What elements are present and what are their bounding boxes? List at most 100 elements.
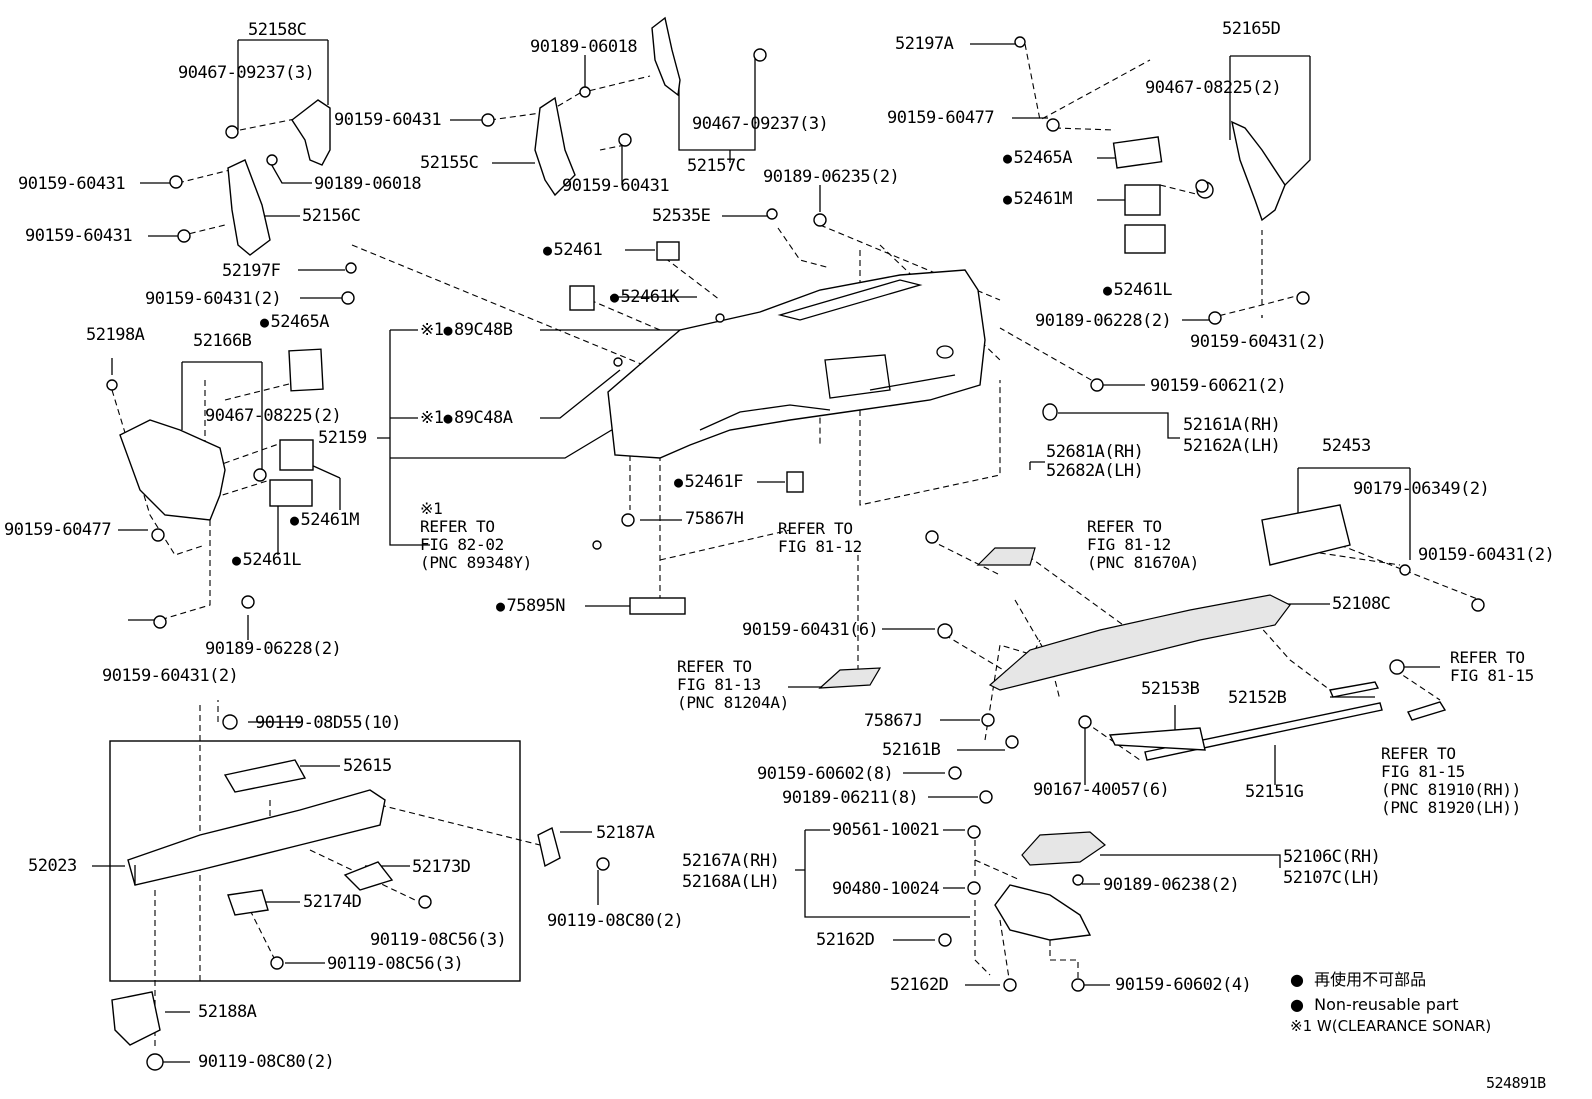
- label-52173D: 52173D: [412, 857, 471, 877]
- part-52465A-right: [1112, 136, 1163, 169]
- label-52168A-LH: 52168A(LH): [682, 872, 780, 892]
- label-90119-08C80-b: 90119-08C80(2): [198, 1052, 335, 1072]
- label-52151G: 52151G: [1245, 782, 1304, 802]
- label-52461: 52461: [543, 241, 603, 259]
- label-52187A: 52187A: [596, 823, 655, 843]
- label-90189-06235: 90189-06235(2): [763, 167, 900, 187]
- label-52023: 52023: [28, 856, 77, 876]
- label-52156C: 52156C: [302, 206, 361, 226]
- part-shapes: [106, 16, 1485, 1071]
- label-90159-60621: 90159-60621(2): [1150, 376, 1287, 396]
- part-52188A: [111, 991, 161, 1046]
- label-90167-40057: 90167-40057(6): [1033, 780, 1170, 800]
- ref-81670A: [976, 547, 1036, 566]
- label-90189-06228-a: 90189-06228(2): [1035, 311, 1172, 331]
- part-52173D: [343, 861, 394, 891]
- part-52453: [1261, 504, 1351, 566]
- label-52161B: 52161B: [882, 740, 941, 760]
- non-reusable-dot-icon: ●: [1290, 970, 1315, 989]
- diagram-id-code: 524891B: [1486, 1074, 1546, 1092]
- label-90159-60602-4: 90159-60602(4): [1115, 975, 1252, 995]
- label-90467-09237-a: 90467-09237(3): [178, 63, 315, 83]
- label-52615: 52615: [343, 756, 392, 776]
- label-52535E: 52535E: [652, 206, 711, 226]
- label-90189-06018-a: 90189-06018: [314, 174, 422, 194]
- part-52162D-spat: [994, 884, 1092, 941]
- label-90189-06018-b: 90189-06018: [530, 37, 638, 57]
- part-52461L-right: [1124, 224, 1166, 254]
- label-90159-60431-2-a: 90159-60431(2): [145, 289, 282, 309]
- label-90159-60602-8: 90159-60602(8): [757, 764, 894, 784]
- label-90159-60431-a: 90159-60431: [334, 110, 442, 130]
- ref-fig-81-12-a: REFER TO FIG 81-12: [778, 519, 862, 556]
- label-90159-60431-b: 90159-60431: [18, 174, 126, 194]
- label-52197A: 52197A: [895, 34, 954, 54]
- part-52461K: [569, 285, 595, 311]
- label-52162D-a: 52162D: [816, 930, 875, 950]
- part-52108C: [988, 594, 1291, 691]
- dashed-assembly-lines: [111, 43, 1481, 1050]
- label-90159-60477-a: 90159-60477: [887, 108, 995, 128]
- part-52615: [223, 759, 307, 793]
- part-52023-reinforcement: [127, 789, 386, 886]
- part-52461M-right: [1124, 184, 1161, 216]
- label-90189-06238: 90189-06238(2): [1103, 875, 1240, 895]
- part-52166B: [119, 419, 226, 521]
- label-52198A: 52198A: [86, 325, 145, 345]
- part-52158C: [291, 99, 331, 166]
- label-90159-60431-c: 90159-60431: [25, 226, 133, 246]
- part-52174D: [227, 889, 269, 916]
- fasteners: [106, 36, 1485, 1071]
- label-52465A-b: 52465A: [260, 313, 330, 331]
- label-90159-60477-b: 90159-60477: [4, 520, 112, 540]
- legend-note: ※1 W(CLEARANCE SONAR): [1290, 1017, 1492, 1035]
- label-52165D: 52165D: [1222, 19, 1281, 39]
- label-52461L-a: 52461L: [1103, 281, 1173, 299]
- label-90159-60431-2-b: 90159-60431(2): [1190, 332, 1327, 352]
- label-52681A-RH: 52681A(RH): [1046, 442, 1144, 462]
- label-52157C: 52157C: [687, 156, 746, 176]
- legend-en: ● Non-reusable part: [1290, 995, 1459, 1014]
- label-52461L-b: 52461L: [232, 551, 302, 569]
- label-52461M-a: 52461M: [1003, 190, 1073, 208]
- label-90119-08D55: 90119-08D55(10): [255, 713, 402, 733]
- part-52155C: [534, 96, 576, 197]
- ref-fig-81-13-pnc-81204A: REFER TO FIG 81-13 (PNC 81204A): [677, 657, 789, 712]
- label-52174D: 52174D: [303, 892, 362, 912]
- label-90119-08C80-a: 90119-08C80(2): [547, 911, 684, 931]
- label-90159-60431-2-c: 90159-60431(2): [102, 666, 239, 686]
- label-52152B: 52152B: [1228, 688, 1287, 708]
- label-52106C-RH: 52106C(RH): [1283, 847, 1381, 867]
- part-52187A: [537, 826, 561, 868]
- part-52161A-ring: [1042, 403, 1058, 421]
- label-52188A: 52188A: [198, 1002, 257, 1022]
- label-75895N: 75895N: [496, 597, 566, 615]
- ref-fig-82-02: ※1 REFER TO FIG 82-02 (PNC 89348Y): [420, 499, 532, 572]
- part-52157C: [651, 16, 681, 97]
- part-52461: [656, 241, 680, 261]
- label-90119-08C56-b: 90119-08C56(3): [327, 954, 464, 974]
- label-52158C: 52158C: [248, 20, 307, 40]
- label-52461F: 52461F: [674, 473, 744, 491]
- part-52152B: [1329, 681, 1380, 698]
- label-52159: 52159: [318, 428, 367, 448]
- label-52465A-a: 52465A: [1003, 149, 1073, 167]
- part-52153B: [1108, 727, 1206, 751]
- label-52155C: 52155C: [420, 153, 479, 173]
- label-52108C: 52108C: [1332, 594, 1391, 614]
- ref-fig-81-15-pnc-81910: REFER TO FIG 81-15 (PNC 81910(RH)) (PNC …: [1381, 744, 1521, 817]
- part-52165D: [1231, 120, 1286, 222]
- label-90189-06211: 90189-06211(8): [782, 788, 919, 808]
- label-52453: 52453: [1322, 436, 1371, 456]
- label-90159-60431-2-d: 90159-60431(2): [1418, 545, 1555, 565]
- ref-fig-81-12-pnc-81670A: REFER TO FIG 81-12 (PNC 81670A): [1087, 517, 1199, 572]
- part-52156C: [227, 159, 271, 256]
- label-52167A-RH: 52167A(RH): [682, 851, 780, 871]
- label-75867H: 75867H: [685, 509, 744, 529]
- part-52465A-left: [288, 348, 324, 392]
- label-90189-06228-b: 90189-06228(2): [205, 639, 342, 659]
- label-52153B: 52153B: [1141, 679, 1200, 699]
- label-90159-60431-6: 90159-60431(6): [742, 620, 879, 640]
